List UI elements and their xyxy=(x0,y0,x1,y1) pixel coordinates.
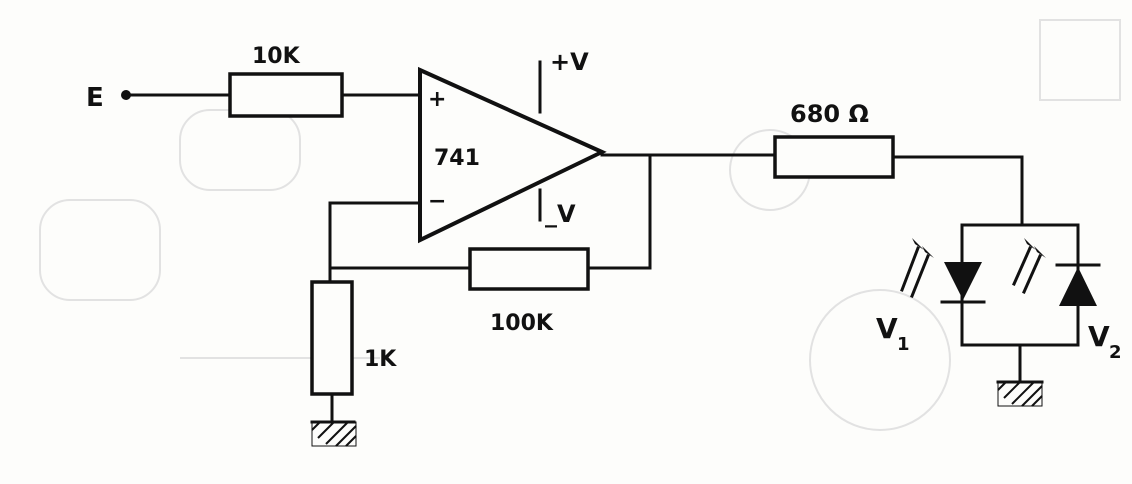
ground-symbol-right xyxy=(996,380,1044,407)
ground-symbol-left xyxy=(310,420,357,447)
supply-positive-label: +V xyxy=(550,48,589,76)
input-label: E xyxy=(86,83,104,113)
resistor-1k xyxy=(310,280,354,396)
background-ghost-marks xyxy=(39,19,1121,431)
resistor-10k-label: 10K xyxy=(252,44,301,69)
opamp-minus-input-label: − xyxy=(428,189,446,214)
resistor-100k-label: 100K xyxy=(490,311,554,336)
resistor-10k xyxy=(228,72,344,118)
opamp-triangle xyxy=(418,66,607,244)
led-v2 xyxy=(1012,238,1101,306)
led-v2-label: V xyxy=(1088,320,1110,353)
resistor-680 xyxy=(773,135,895,179)
opamp-plus-input-label: + xyxy=(428,87,446,112)
resistor-1k-label: 1K xyxy=(364,347,397,372)
led-v2-subscript: 2 xyxy=(1109,342,1122,363)
resistor-100k xyxy=(468,247,590,291)
led-v1 xyxy=(900,238,986,304)
led-v1-subscript: 1 xyxy=(897,334,910,355)
opamp-part-label: 741 xyxy=(434,146,480,171)
supply-negative-label: _V xyxy=(545,200,576,228)
resistor-680-label: 680 Ω xyxy=(790,100,869,128)
led-v1-label: V xyxy=(876,312,898,345)
